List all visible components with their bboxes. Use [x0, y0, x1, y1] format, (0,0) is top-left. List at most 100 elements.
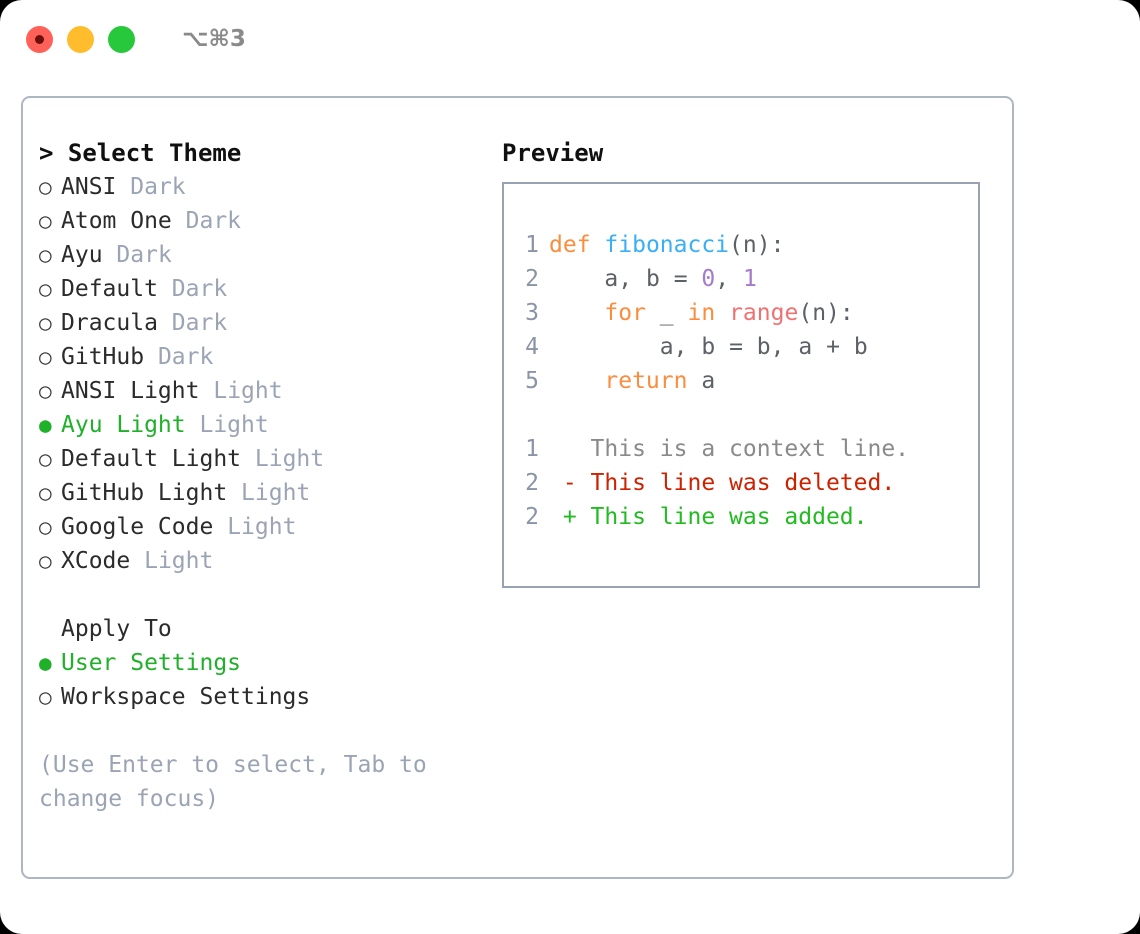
spacer	[172, 204, 186, 238]
theme-option-name: Google Code	[61, 514, 214, 540]
radio-unselected-icon: ○	[39, 311, 52, 335]
code-text: b	[756, 334, 771, 360]
code-whitespace	[632, 266, 646, 292]
main-panel: > Select Theme ○ANSI Dark○Atom One Dark○…	[21, 96, 1014, 879]
preview-column: Preview	[502, 136, 1002, 170]
code-keyword: for	[604, 300, 646, 326]
code-text: =	[729, 334, 743, 360]
diff-line-number: 2	[525, 504, 539, 530]
theme-option-type: Dark	[171, 310, 228, 336]
code-number: 1	[742, 266, 757, 292]
radio-unselected-icon: ○	[39, 685, 52, 709]
apply-to-option-workspace-settings[interactable]: ○Workspace Settings	[39, 680, 499, 714]
spacer	[227, 476, 241, 510]
theme-option-xcode[interactable]: ○XCode Light	[39, 544, 499, 578]
spacer	[103, 238, 117, 272]
theme-option-name: Atom One	[61, 208, 172, 234]
theme-option-type: Dark	[130, 174, 186, 200]
code-text: a	[659, 334, 674, 360]
radio-selected-icon: ●	[39, 413, 52, 437]
code-line-number: 2	[525, 266, 539, 292]
theme-option-default[interactable]: ○Default Dark	[39, 272, 499, 306]
theme-option-dracula[interactable]: ○Dracula Dark	[39, 306, 499, 340]
spacer	[130, 544, 144, 578]
code-text: :	[839, 300, 854, 326]
radio-unselected-icon: ○	[39, 481, 52, 505]
theme-option-atom-one[interactable]: ○Atom One Dark	[39, 204, 499, 238]
keyboard-shortcut-label: ⌥⌘3	[182, 26, 246, 52]
code-text: ,	[673, 334, 688, 360]
theme-option-ayu-light[interactable]: ●Ayu Light Light	[39, 408, 499, 442]
close-button[interactable]	[26, 25, 53, 53]
theme-option-name: GitHub Light	[61, 480, 228, 506]
apply-to-header: Apply To	[61, 616, 172, 642]
code-whitespace	[674, 300, 688, 326]
code-whitespace	[715, 300, 729, 326]
code-text: )	[826, 300, 840, 326]
apply-to-option-name: User Settings	[61, 650, 242, 676]
theme-option-github[interactable]: ○GitHub Dark	[39, 340, 499, 374]
theme-option-name: Default Light	[61, 446, 242, 472]
code-keyword: def	[549, 232, 591, 258]
radio-unselected-icon: ○	[39, 549, 52, 573]
theme-selector-column: > Select Theme ○ANSI Dark○Atom One Dark○…	[39, 136, 499, 816]
theme-option-github-light[interactable]: ○ GitHub Light Light	[39, 476, 499, 510]
code-line-number: 4	[525, 334, 539, 360]
radio-selected-icon: ●	[39, 651, 52, 675]
radio-unselected-icon: ○	[39, 243, 52, 267]
code-line-number: 1	[525, 232, 539, 258]
apply-to-option-user-settings[interactable]: ● User Settings	[39, 646, 499, 680]
diff-line-context: 1 This is a context line.	[522, 432, 909, 466]
theme-option-ayu[interactable]: ○Ayu Dark	[39, 238, 499, 272]
code-keyword: in	[687, 300, 716, 326]
code-line-number: 3	[525, 300, 539, 326]
theme-option-default-light[interactable]: ○Default Light Light	[39, 442, 499, 476]
code-whitespace	[743, 334, 757, 360]
spacer	[144, 340, 158, 374]
spacer	[241, 442, 255, 476]
code-builtin: range	[729, 300, 799, 326]
code-text: a	[604, 266, 619, 292]
radio-unselected-icon: ○	[39, 277, 52, 301]
spacer	[199, 374, 213, 408]
radio-unselected-icon: ○	[39, 379, 52, 403]
code-whitespace	[785, 334, 799, 360]
theme-option-type: Light	[144, 548, 214, 574]
theme-option-name: ANSI Light	[61, 378, 200, 404]
code-text: b	[853, 334, 868, 360]
theme-option-google-code[interactable]: ○Google Code Light	[39, 510, 499, 544]
code-text: +	[826, 334, 840, 360]
code-text: )	[756, 232, 771, 258]
code-text: =	[673, 266, 688, 292]
code-text: n	[742, 232, 757, 258]
theme-option-type: Dark	[157, 344, 214, 370]
code-whitespace	[549, 368, 604, 394]
code-function-name: fibonacci	[604, 232, 730, 258]
maximize-button[interactable]	[108, 25, 135, 53]
code-text: b	[645, 266, 660, 292]
diff-marker	[549, 436, 591, 462]
spacer	[213, 510, 227, 544]
code-line: 2 a, b = 0, 1	[522, 262, 909, 296]
code-whitespace	[646, 300, 660, 326]
theme-option-type: Light	[199, 412, 269, 438]
theme-option-ansi[interactable]: ○ANSI Dark	[39, 170, 499, 204]
radio-unselected-icon: ○	[39, 209, 52, 233]
theme-option-type: Light	[241, 480, 311, 506]
code-line: 4 a, b = b, a + b	[522, 330, 909, 364]
theme-option-ansi-light[interactable]: ○ANSI Light Light	[39, 374, 499, 408]
theme-list[interactable]: ○ANSI Dark○Atom One Dark○Ayu Dark○Defaul…	[39, 170, 499, 578]
spacer	[158, 306, 172, 340]
minimize-button[interactable]	[67, 25, 94, 53]
code-text: (	[729, 232, 743, 258]
code-line-number: 5	[525, 368, 539, 394]
code-text: (	[798, 300, 813, 326]
diff-marker: +	[549, 504, 591, 530]
apply-to-list[interactable]: ● User Settings ○Workspace Settings	[39, 646, 499, 714]
code-text: :	[770, 232, 785, 258]
diff-text: This line was deleted.	[590, 470, 896, 496]
theme-option-type: Dark	[171, 276, 228, 302]
code-whitespace	[549, 334, 660, 360]
diff-line-number: 1	[525, 436, 539, 462]
